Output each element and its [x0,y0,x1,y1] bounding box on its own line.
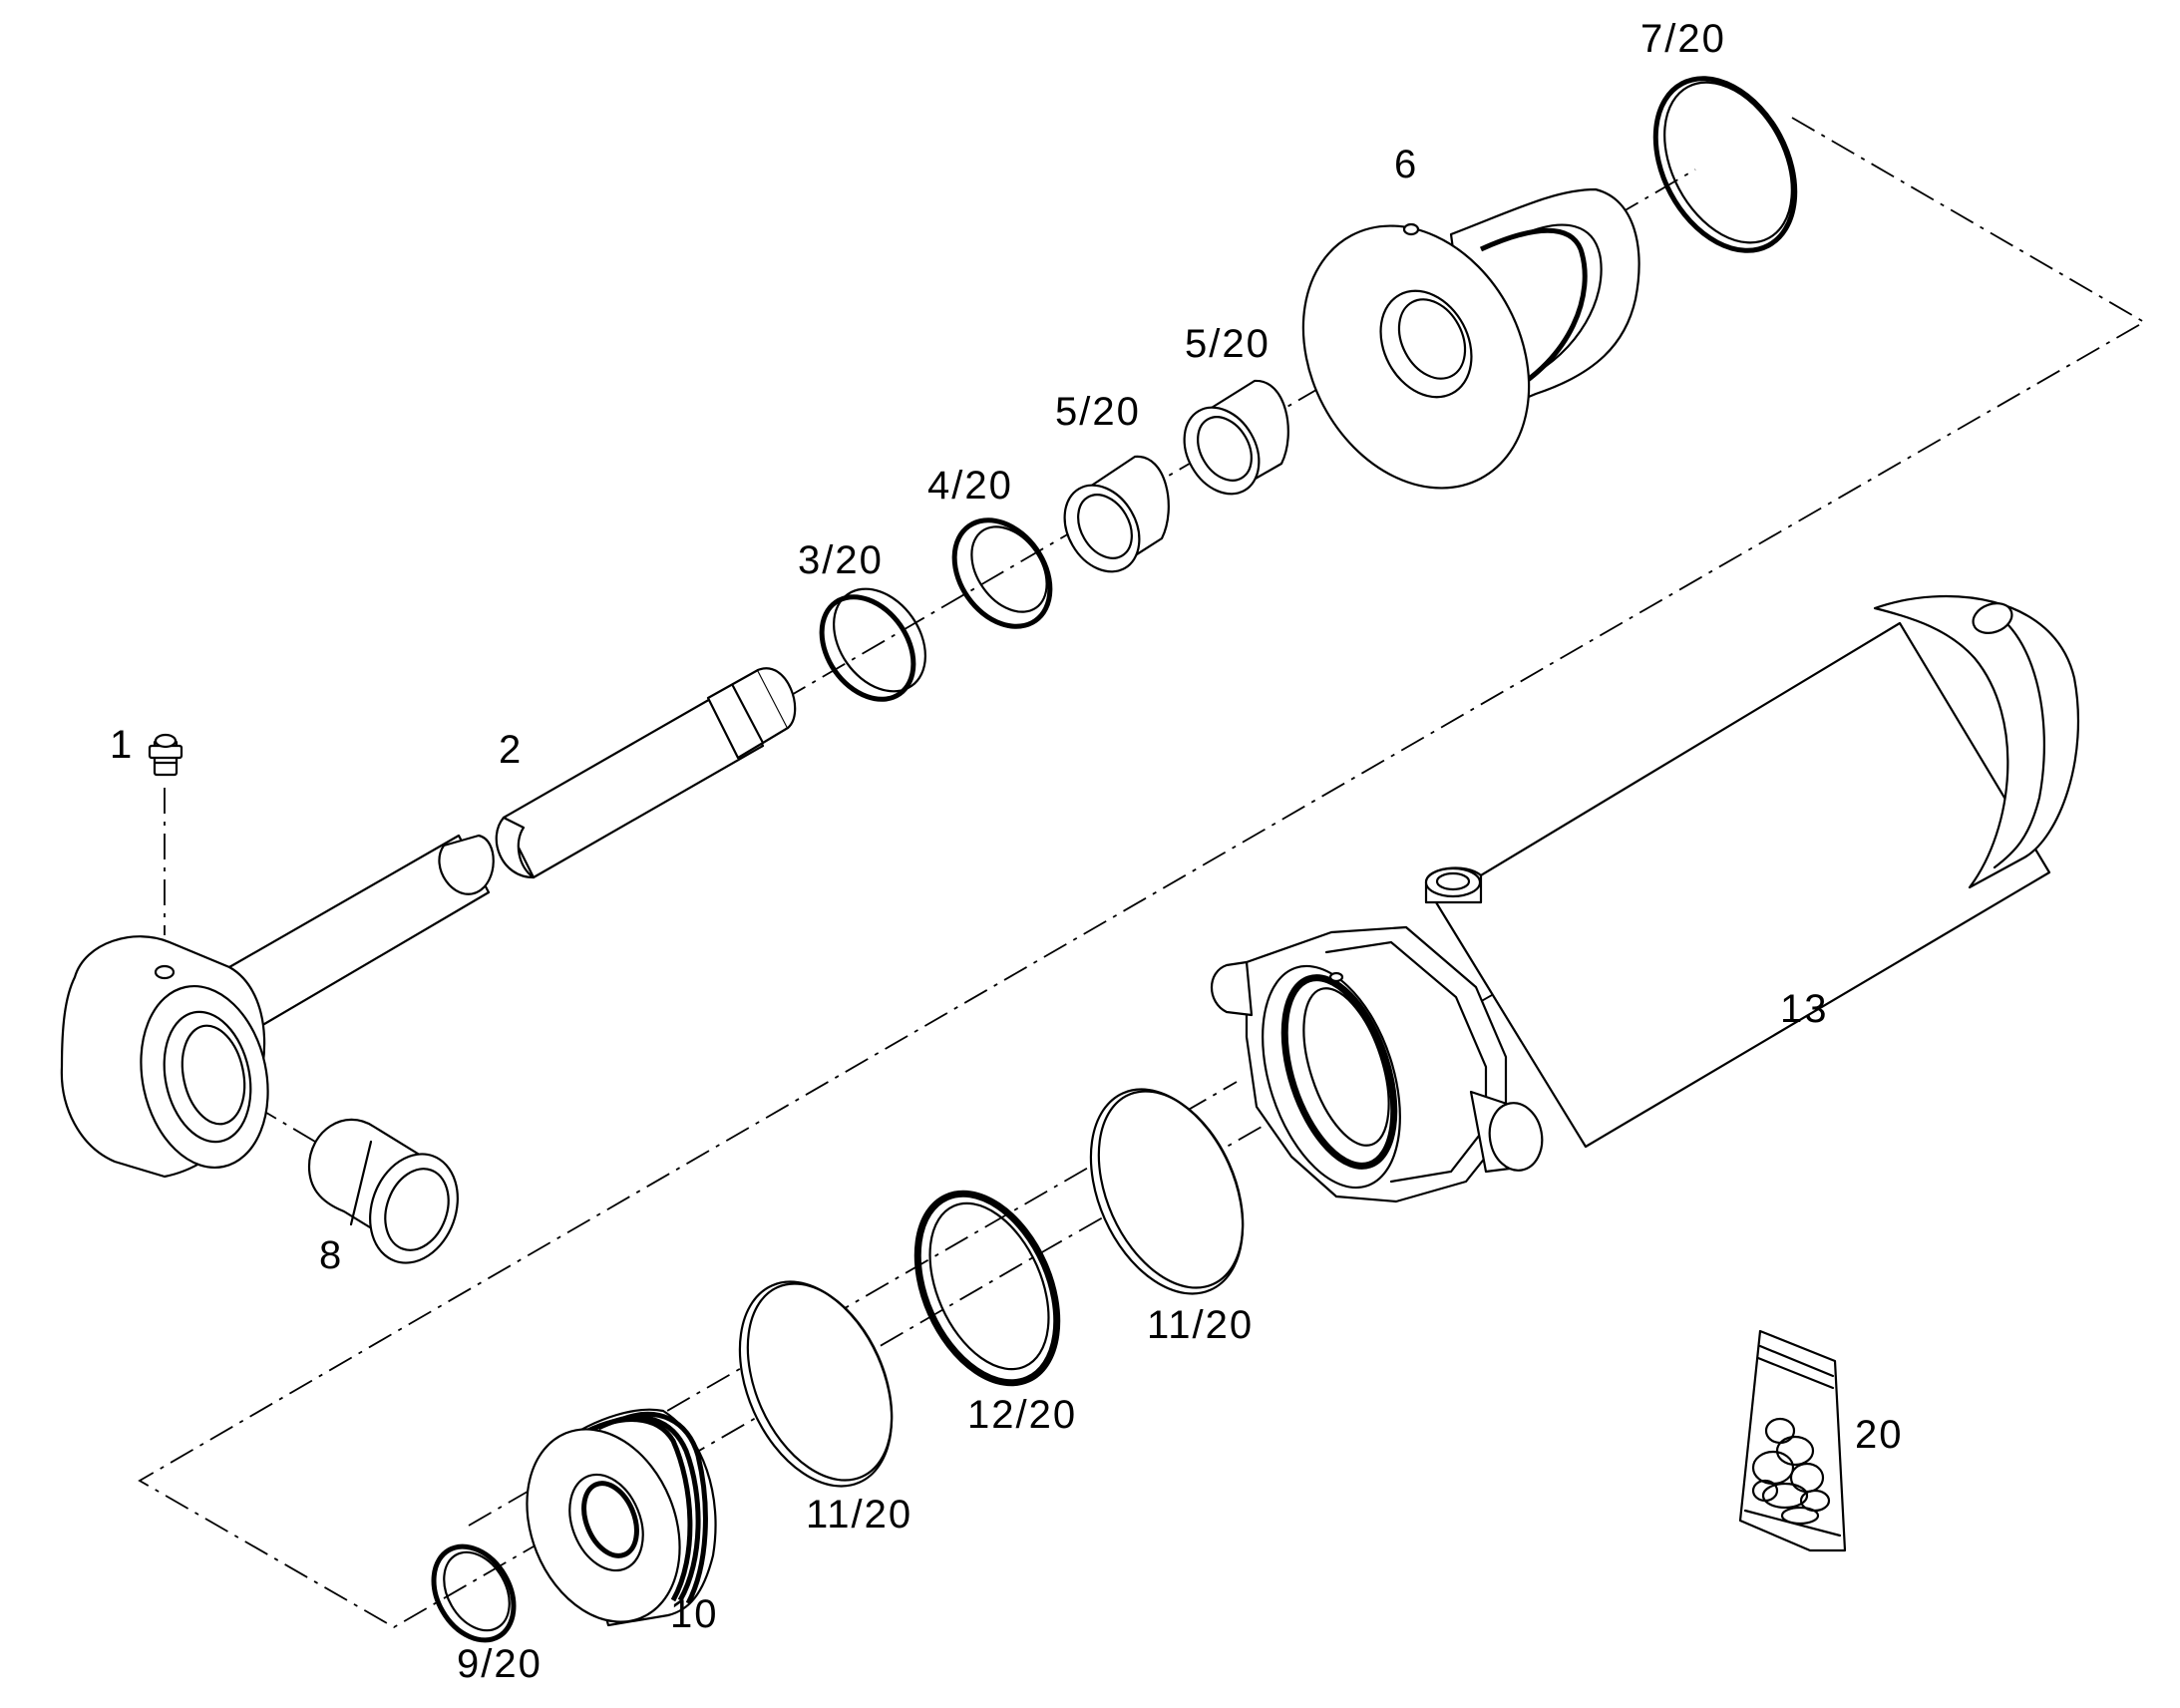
callout-8: 8 [319,1233,343,1277]
callout-12: 12/20 [967,1393,1077,1437]
wear-ring-11b [738,1280,894,1488]
guide-bushing-5a [1063,455,1170,573]
callout-6: 6 [1394,143,1418,186]
callout-labels: 1 2 3/20 4/20 5/20 5/20 6 7/20 8 9/20 10… [110,17,1904,1686]
eye-bushing [307,1118,459,1264]
o-ring-7 [1652,76,1798,253]
seal-ring-3 [819,587,926,702]
seal-kit-bag [1738,1329,1847,1552]
callout-3: 3/20 [798,538,884,582]
grease-nipple [148,733,183,777]
callout-13: 13 [1780,987,1829,1031]
callout-7: 7/20 [1640,17,1726,61]
callout-5a: 5/20 [1055,390,1141,434]
callout-1: 1 [110,723,134,767]
piston-rod [60,667,797,1179]
callout-11b: 11/20 [806,1493,912,1537]
wear-ring-11a [1089,1088,1245,1295]
piston [526,1408,717,1627]
callout-2: 2 [499,728,523,772]
callout-20: 20 [1855,1413,1904,1457]
cylinder-tube [1211,594,2080,1203]
callout-11a: 11/20 [1147,1303,1254,1347]
callout-5b: 5/20 [1185,322,1271,366]
seal-ring-4 [951,517,1053,629]
cylinder-head [1301,187,1640,490]
guide-bushing-5b [1183,379,1289,496]
callout-10: 10 [670,1592,719,1636]
o-ring-9 [431,1543,517,1643]
piston-seal-12 [913,1190,1061,1387]
callout-9: 9/20 [457,1642,543,1686]
callout-4: 4/20 [927,464,1013,508]
